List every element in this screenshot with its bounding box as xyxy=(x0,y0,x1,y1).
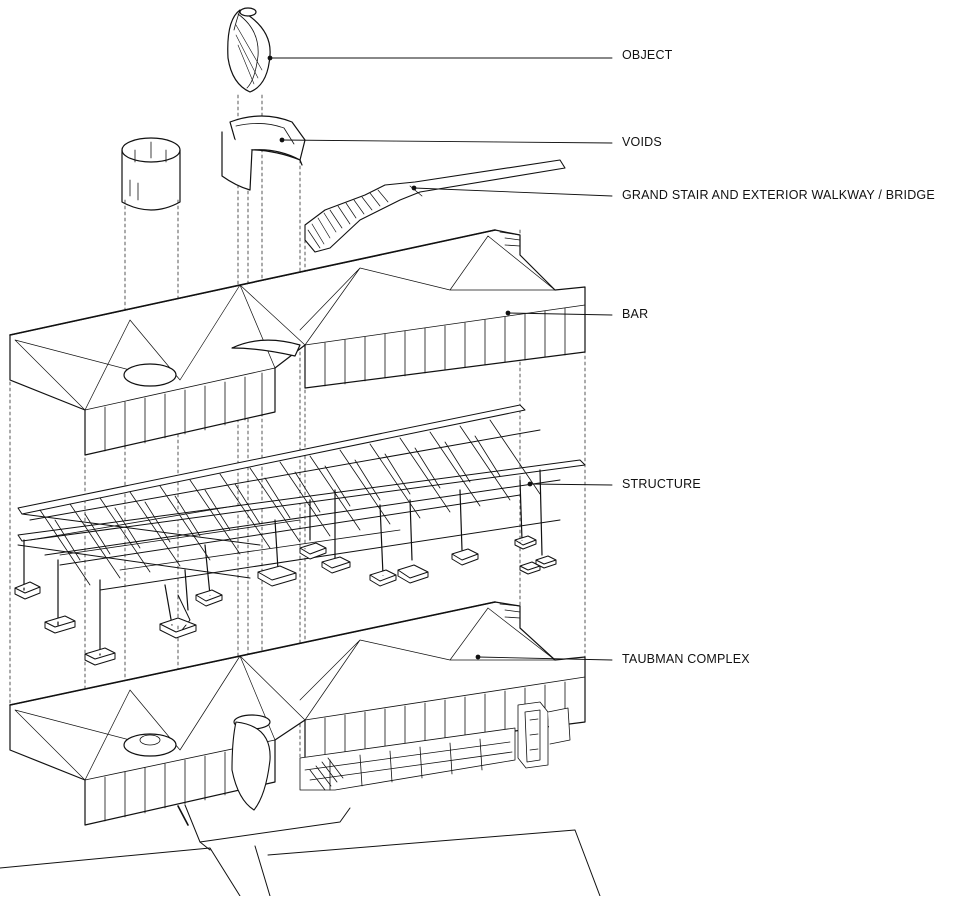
grand-stair-and-bridge xyxy=(304,159,566,253)
label-grand-stair: GRAND STAIR AND EXTERIOR WALKWAY / BRIDG… xyxy=(622,188,935,202)
label-taubman-complex: TAUBMAN COMPLEX xyxy=(622,652,750,666)
label-object: OBJECT xyxy=(622,48,673,62)
void-curved-wall xyxy=(221,115,306,191)
object-capsule xyxy=(227,7,271,93)
label-structure: STRUCTURE xyxy=(622,477,701,491)
bar-volume xyxy=(9,229,586,456)
structure-frame xyxy=(14,404,586,666)
void-cylinder xyxy=(121,137,181,211)
leader-lines xyxy=(269,57,613,661)
leader-dots xyxy=(267,55,533,660)
label-bar: BAR xyxy=(622,307,649,321)
taubman-complex xyxy=(0,601,601,897)
label-voids: VOIDS xyxy=(622,135,662,149)
